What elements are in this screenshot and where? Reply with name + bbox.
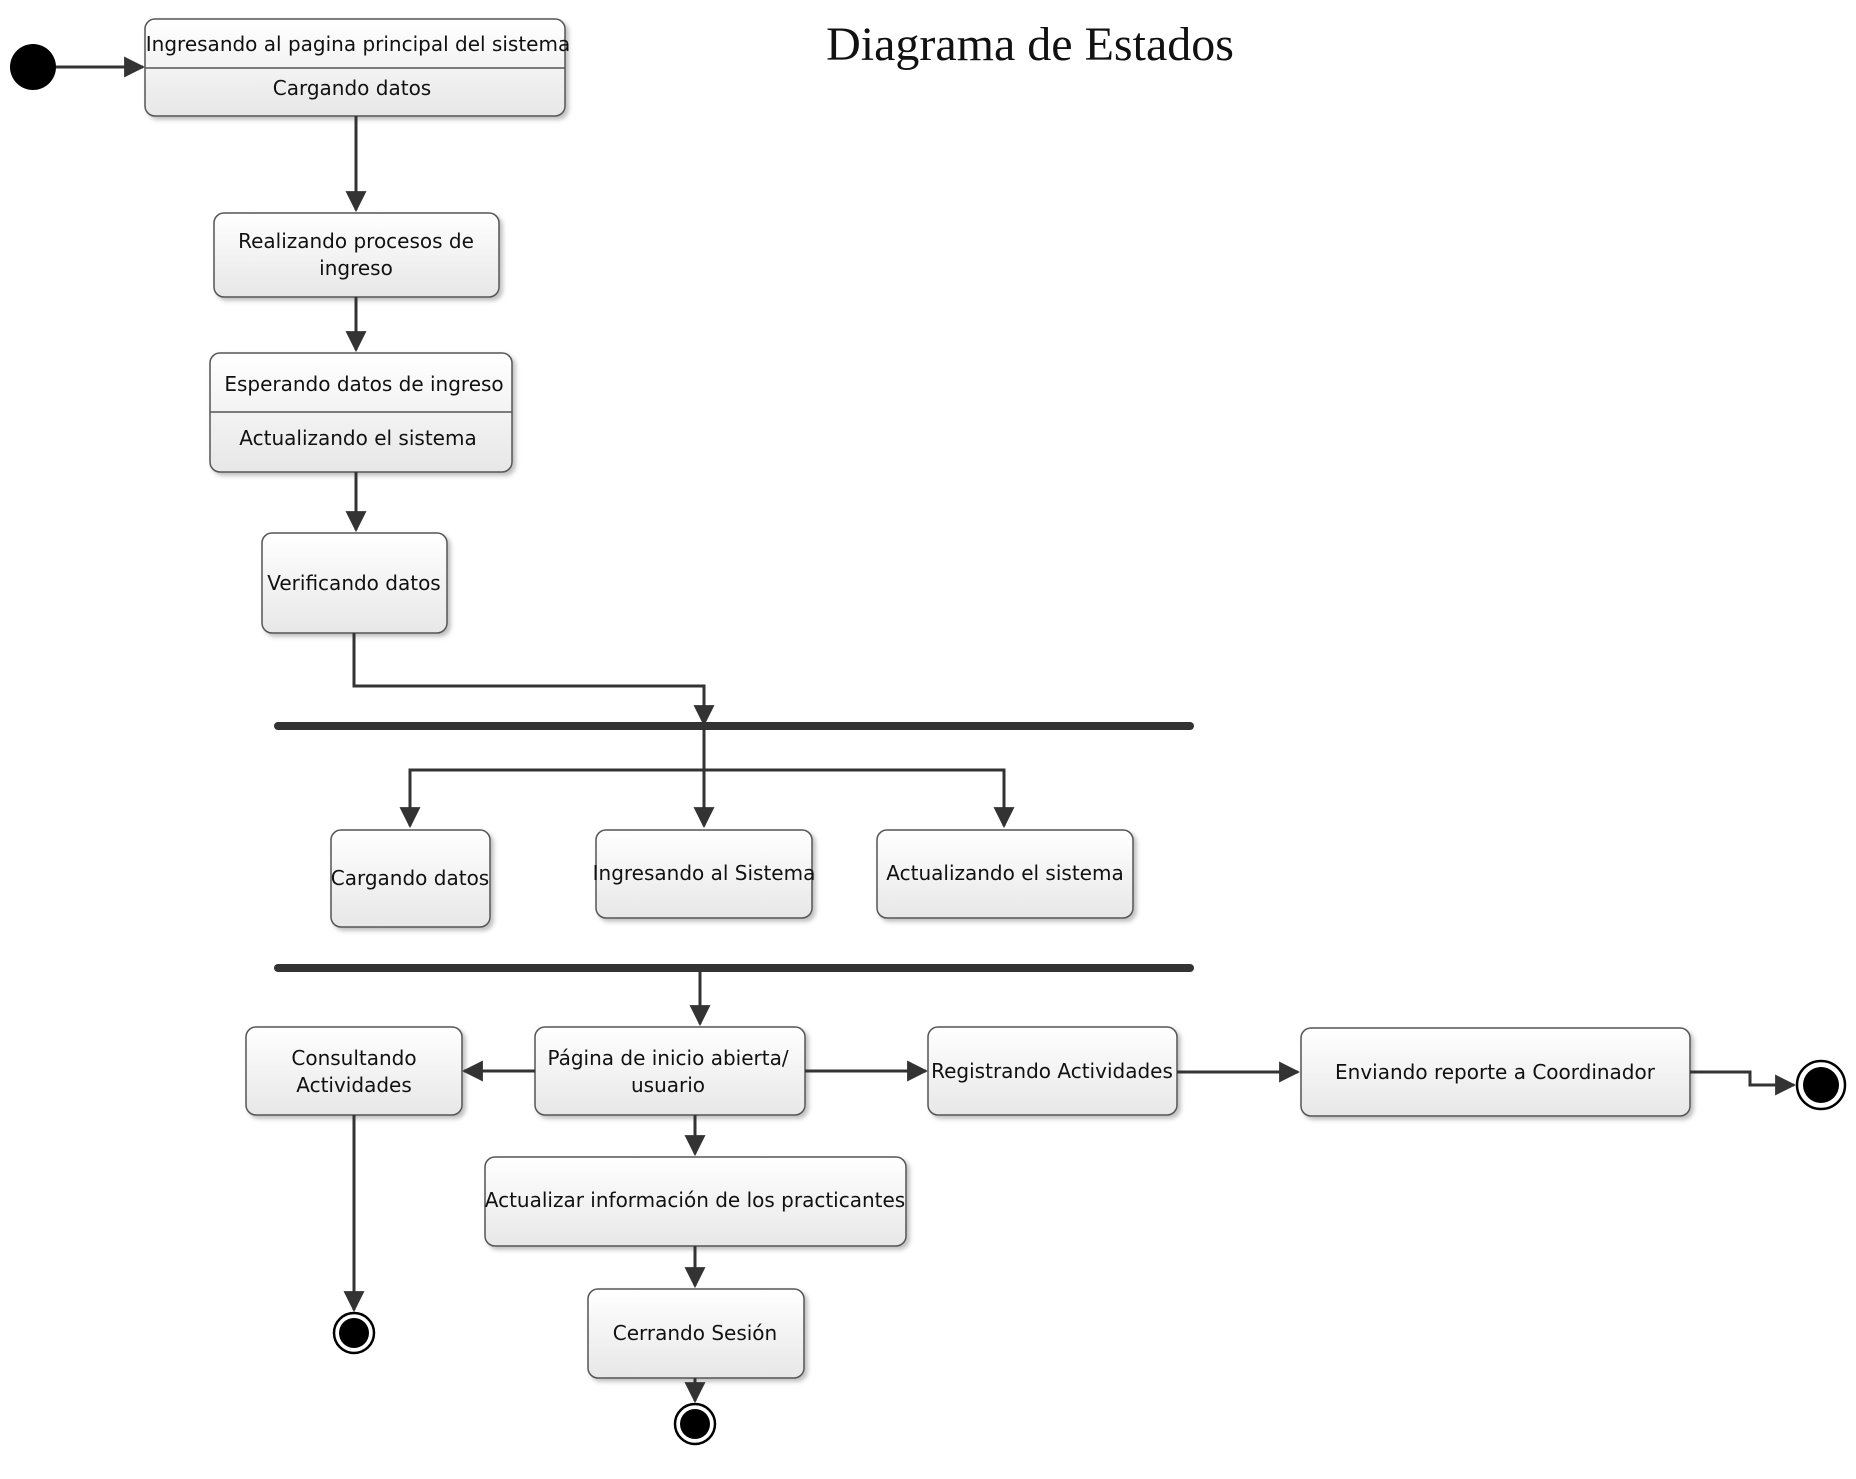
state-actualizar-informacion: Actualizar información de los practicant… <box>484 1156 907 1247</box>
state-verificando-datos: Verificando datos <box>261 532 448 634</box>
transition-fork-to-s7 <box>704 768 1015 829</box>
state-label: Registrando Actividades <box>931 1059 1173 1083</box>
state-activity: Actualizando el sistema <box>239 426 476 450</box>
state-realizando-procesos-ingreso: Realizando procesos de ingreso <box>213 212 500 298</box>
state-label: Ingresando al Sistema <box>593 861 816 885</box>
state-pagina-inicio-abierta: Página de inicio abierta/ usuario <box>534 1026 806 1116</box>
transition-s4-to-fork <box>352 633 715 727</box>
state-name: Ingresando al pagina principal del siste… <box>146 32 570 56</box>
state-esperando-datos-ingreso: Esperando datos de ingreso Actualizando … <box>209 352 513 473</box>
final-state-node-right <box>1795 1059 1847 1111</box>
state-label-line2: Actividades <box>296 1073 412 1097</box>
state-label-line1: Página de inicio abierta/ <box>547 1046 788 1070</box>
final-state-node-left <box>332 1311 376 1355</box>
state-label: Verificando datos <box>267 571 440 595</box>
state-label: Cargando datos <box>331 866 489 890</box>
state-cerrando-sesion: Cerrando Sesión <box>587 1288 805 1379</box>
state-actualizando-el-sistema: Actualizando el sistema <box>876 829 1134 919</box>
state-consultando-actividades: Consultando Actividades <box>245 1026 463 1116</box>
state-ingresando-al-sistema: Ingresando al Sistema <box>593 829 816 919</box>
state-label: Actualizar información de los practicant… <box>485 1188 905 1212</box>
transition-s11-to-final <box>1690 1070 1797 1096</box>
state-activity: Cargando datos <box>273 76 431 100</box>
state-label-line2: ingreso <box>319 256 393 280</box>
state-registrando-actividades: Registrando Actividades <box>927 1026 1178 1116</box>
final-state-node-bottom <box>673 1402 717 1446</box>
state-label-line1: Realizando procesos de <box>238 229 474 253</box>
transition-fork-to-s5 <box>399 768 704 829</box>
state-ingresando-pagina-principal: Ingresando al pagina principal del siste… <box>144 18 570 117</box>
state-label-line2: usuario <box>631 1073 705 1097</box>
state-name: Esperando datos de ingreso <box>224 372 503 396</box>
state-label: Cerrando Sesión <box>613 1321 777 1345</box>
state-cargando-datos: Cargando datos <box>330 829 491 928</box>
state-label: Enviando reporte a Coordinador <box>1335 1060 1656 1084</box>
state-enviando-reporte: Enviando reporte a Coordinador <box>1300 1027 1691 1117</box>
state-label: Actualizando el sistema <box>886 861 1123 885</box>
state-label-line1: Consultando <box>291 1046 416 1070</box>
initial-state-node <box>10 44 56 90</box>
diagram-title: Diagrama de Estados <box>826 18 1234 71</box>
